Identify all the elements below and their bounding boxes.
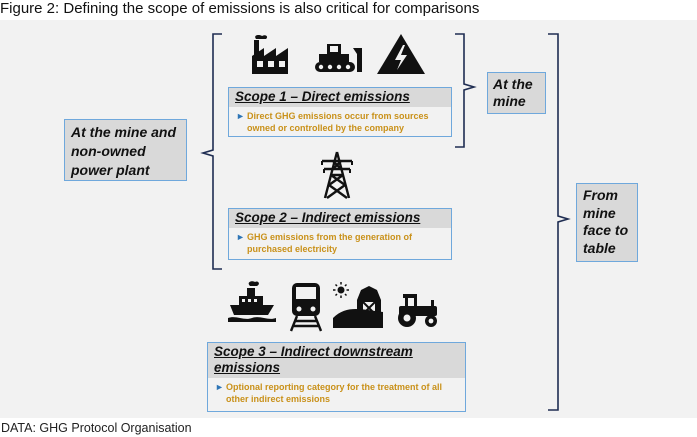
scope-1-box: Scope 1 – Direct emissions ► Direct GHG …	[228, 87, 452, 137]
label-mine-face-to-table: From mine face to table	[576, 183, 638, 262]
bullet-arrow-icon: ►	[236, 111, 245, 121]
tractor-icon	[398, 294, 437, 327]
label-at-the-mine: At the mine	[487, 72, 546, 114]
label-mine-and-power-plant: At the mine and non-owned power plant	[64, 119, 187, 181]
factory-icon	[252, 35, 288, 74]
scope-2-heading: Scope 2 – Indirect emissions	[229, 209, 451, 228]
source-note: DATA: GHG Protocol Organisation	[1, 421, 192, 435]
train-icon	[289, 283, 323, 332]
figure-title: Figure 2: Defining the scope of emission…	[0, 0, 480, 17]
bullet-arrow-icon: ►	[236, 232, 245, 242]
scope-3-box: Scope 3 – Indirect downstream emissions …	[207, 342, 466, 412]
bracket-at-mine	[455, 33, 477, 148]
bracket-all-scopes	[548, 33, 571, 411]
scope-2-description: ► GHG emissions from the generation of p…	[236, 232, 413, 254]
diagram-panel: Scope 1 – Direct emissions ► Direct GHG …	[0, 20, 697, 418]
scope-3-heading: Scope 3 – Indirect downstream emissions	[208, 343, 465, 378]
high-voltage-icon	[377, 34, 425, 74]
scope-2-box: Scope 2 – Indirect emissions ► GHG emiss…	[228, 208, 452, 260]
ship-icon	[228, 281, 276, 322]
scope-3-description: ► Optional reporting category for the tr…	[215, 382, 443, 404]
farm-icon	[333, 282, 383, 328]
scope-1-description: ► Direct GHG emissions occur from source…	[236, 111, 429, 133]
bullet-arrow-icon: ►	[215, 382, 224, 392]
scope-1-heading: Scope 1 – Direct emissions	[229, 88, 451, 107]
bulldozer-icon	[315, 44, 362, 72]
power-pylon-icon	[321, 151, 353, 199]
bracket-scope-1-2	[200, 33, 222, 270]
